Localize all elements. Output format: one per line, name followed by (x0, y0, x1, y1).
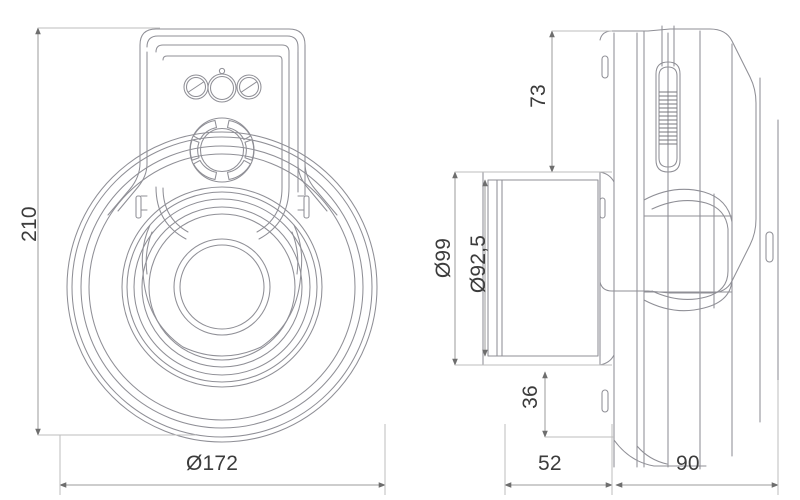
dim-upper-height (455, 30, 612, 173)
side-tab-bottom-left (601, 389, 609, 413)
dim-depth-rear (615, 380, 779, 495)
side-knurled-capsule (655, 25, 681, 173)
dim-overall-height (35, 27, 196, 436)
dim-label-lower-offset: 36 (519, 385, 542, 409)
front-outer-disc (66, 131, 378, 443)
dimension-layer (35, 27, 779, 495)
front-screw-left (183, 74, 209, 100)
front-small-hole (218, 67, 226, 75)
side-tab-right (765, 231, 774, 263)
front-top-housing (107, 28, 338, 240)
front-lens-assembly (141, 224, 303, 357)
dim-depth-front (504, 424, 613, 495)
dim-label-depth-rear: 90 (676, 452, 700, 475)
side-tab-top-left (601, 55, 609, 79)
front-screw-right (236, 74, 262, 100)
dim-overall-diameter (59, 424, 386, 495)
dim-label-upper-height: 73 (527, 84, 550, 108)
dim-label-cylinder-outer-diameter: Ø99 (432, 237, 455, 279)
front-center-button (207, 73, 237, 103)
side-bottom-skirt (613, 439, 707, 467)
side-rear-dome (643, 188, 733, 313)
front-mid-ring (121, 186, 323, 388)
side-tab-cylinder (599, 197, 606, 219)
dim-lower-offset (455, 364, 614, 438)
dim-label-cylinder-inner-diameter: Ø92,5 (467, 234, 490, 294)
side-main-body (599, 28, 779, 470)
side-knurl-hatching (659, 91, 677, 145)
front-inner-boss (173, 238, 271, 336)
dim-label-overall-diameter: Ø172 (186, 452, 239, 475)
front-segmented-ring (189, 117, 255, 183)
side-cylinder (482, 171, 615, 366)
dim-label-overall-height: 210 (18, 206, 41, 242)
dim-label-depth-front: 52 (538, 452, 562, 475)
